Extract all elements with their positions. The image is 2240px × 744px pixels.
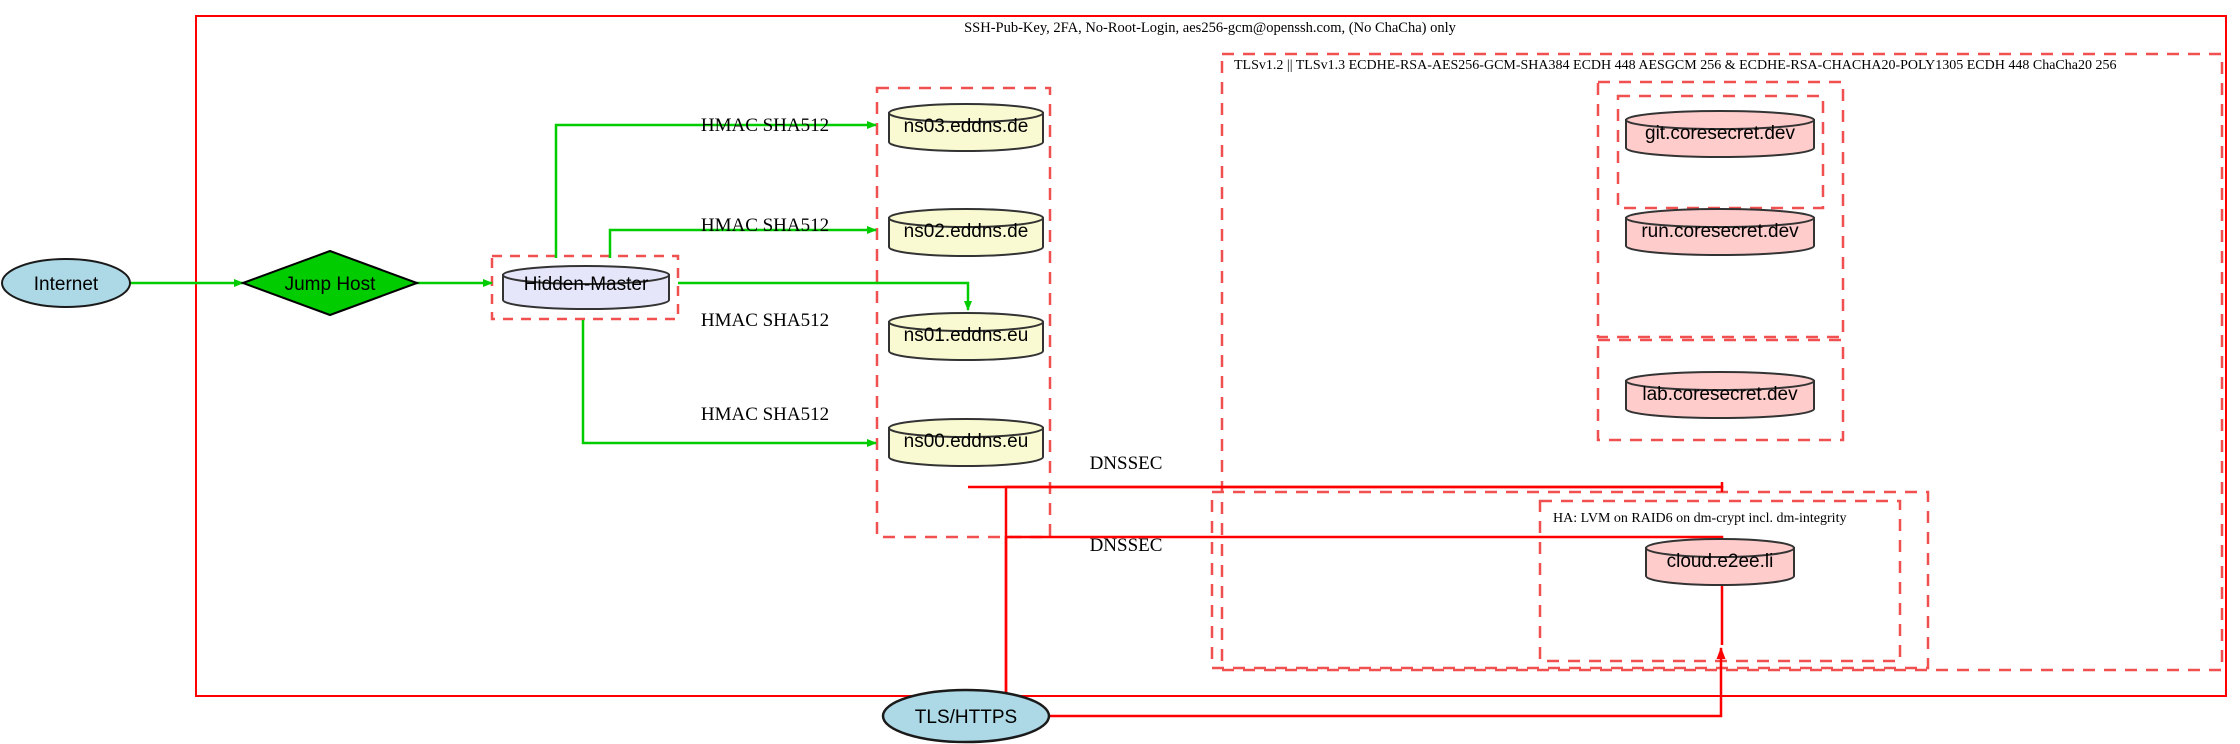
ssh-boundary-box bbox=[195, 15, 2227, 697]
node-hidden-master[interactable] bbox=[502, 265, 670, 310]
edge-hiddenmaster-to-ns00 bbox=[581, 320, 877, 447]
node-ns00-label: ns00.eddns.eu bbox=[904, 431, 1029, 452]
coresecret-inner-box bbox=[1616, 94, 1825, 210]
edge-label-hmac-ns01: HMAC SHA512 bbox=[701, 310, 829, 331]
hidden-master-cluster-box bbox=[490, 254, 680, 321]
edge-label-hmac-ns03: HMAC SHA512 bbox=[701, 115, 829, 136]
node-ns01-label: ns01.eddns.eu bbox=[904, 325, 1029, 346]
edge-dnssec-upper-arrow bbox=[968, 485, 1724, 492]
ha-cluster-label: HA: LVM on RAID6 on dm-crypt incl. dm-in… bbox=[1553, 511, 1846, 526]
ssh-boundary-label: SSH-Pub-Key, 2FA, No-Root-Login, aes256-… bbox=[964, 20, 1457, 36]
node-tls-https[interactable] bbox=[881, 688, 1051, 744]
ha-outer-box bbox=[1210, 490, 1930, 670]
node-tls-https-label: TLS/HTTPS bbox=[915, 707, 1017, 728]
node-lab-coresecret-label: lab.coresecret.dev bbox=[1642, 384, 1798, 405]
node-internet[interactable] bbox=[1, 258, 131, 308]
edge-tlshttps-to-coresecret bbox=[1050, 647, 1726, 718]
node-internet-label: Internet bbox=[34, 274, 99, 295]
node-jump-host[interactable] bbox=[240, 249, 420, 317]
node-git-coresecret[interactable] bbox=[1625, 110, 1815, 158]
node-ns02[interactable] bbox=[888, 208, 1044, 257]
edge-hiddenmaster-to-ns02 bbox=[608, 226, 877, 258]
lab-service-box bbox=[1596, 338, 1845, 442]
node-ns03[interactable] bbox=[888, 103, 1044, 152]
nameserver-cluster-box bbox=[875, 86, 1052, 539]
node-cloud-e2ee-label: cloud.e2ee.li bbox=[1667, 551, 1774, 572]
node-run-coresecret-label: run.coresecret.dev bbox=[1641, 221, 1799, 242]
edge-label-dnssec-upper: DNSSEC bbox=[1090, 453, 1163, 474]
node-ns01[interactable] bbox=[888, 312, 1044, 361]
node-cloud-e2ee[interactable] bbox=[1645, 538, 1795, 586]
node-ns02-label: ns02.eddns.de bbox=[904, 221, 1029, 242]
coresecret-cluster-box bbox=[1596, 80, 1845, 339]
node-ns00[interactable] bbox=[888, 418, 1044, 467]
edge-hiddenmaster-to-ns03 bbox=[554, 121, 877, 258]
edge-dnssec-lower bbox=[1004, 535, 1724, 716]
node-lab-coresecret[interactable] bbox=[1625, 371, 1815, 419]
node-git-coresecret-label: git.coresecret.dev bbox=[1645, 123, 1795, 144]
node-ns03-label: ns03.eddns.de bbox=[904, 116, 1029, 137]
edge-label-dnssec-lower: DNSSEC bbox=[1090, 535, 1163, 556]
tls-cluster-label: TLSv1.2 || TLSv1.3 ECDHE-RSA-AES256-GCM-… bbox=[1234, 58, 2116, 73]
edge-hiddenmaster-to-ns01 bbox=[678, 281, 972, 311]
node-run-coresecret[interactable] bbox=[1625, 208, 1815, 256]
edge-label-hmac-ns02: HMAC SHA512 bbox=[701, 215, 829, 236]
node-jump-host-label: Jump Host bbox=[285, 274, 377, 295]
edge-label-hmac-ns00: HMAC SHA512 bbox=[701, 404, 829, 425]
tls-cluster-box bbox=[1220, 52, 2224, 672]
node-hidden-master-label: Hidden-Master bbox=[524, 274, 649, 295]
